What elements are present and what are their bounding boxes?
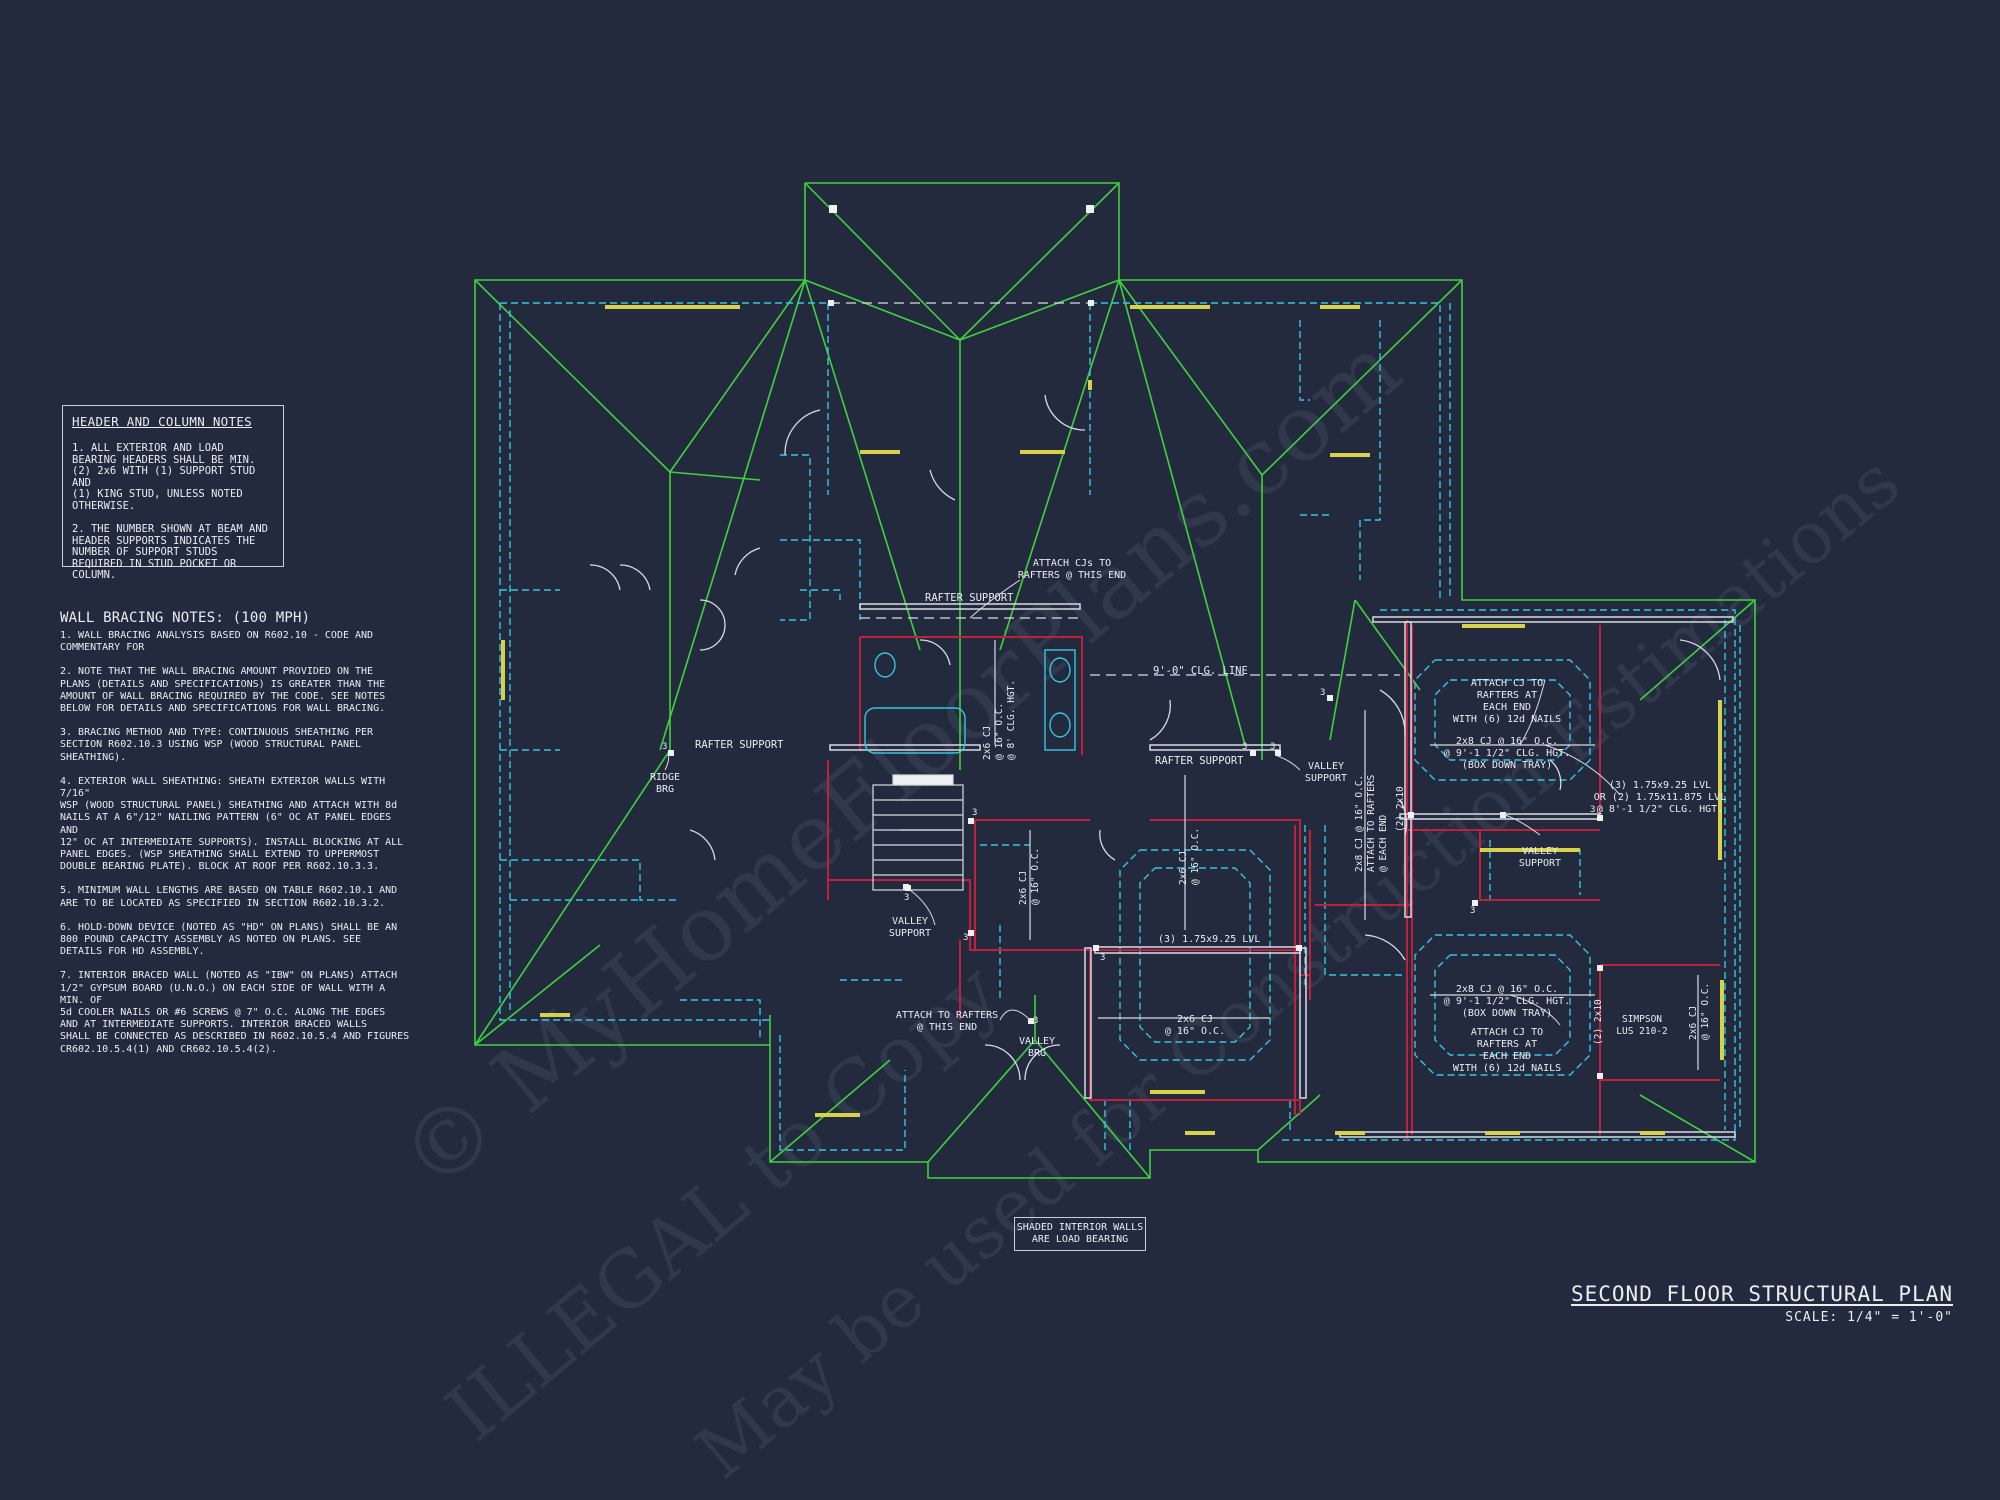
header-notes-title: HEADER AND COLUMN NOTES [72, 414, 252, 429]
drawing-scale: SCALE: 1/4" = 1'-0" [1785, 1310, 1953, 1325]
bracing-note-3: 3. BRACING METHOD AND TYPE: CONTINUOUS S… [60, 727, 374, 763]
load-bearing-legend: SHADED INTERIOR WALLS ARE LOAD BEARING [1014, 1217, 1146, 1251]
stair [872, 774, 964, 891]
bracing-note-5: 5. MINIMUM WALL LENGTHS ARE BASED ON TAB… [60, 885, 398, 909]
bracing-notes-title: WALL BRACING NOTES: (100 MPH) [60, 610, 311, 626]
roof-outline [474, 182, 1756, 1179]
label-cj-2x8-vert: 2x8 CJ @ 16" O.C.ATTACH TO RAFTERS@ EACH… [1354, 774, 1389, 872]
headers [501, 305, 1724, 1135]
label-cj-2x6-vert-right: 2x6 CJ@ 16" O.C. [1688, 983, 1711, 1040]
support-count-11: 3 [1100, 953, 1105, 963]
walls-dashed [499, 302, 1741, 1151]
bracing-note-2: 2. NOTE THAT THE WALL BRACING AMOUNT PRO… [60, 666, 386, 715]
label-rafter-support-mid: RAFTER SUPPORT [1155, 755, 1244, 767]
column-markers [668, 205, 1603, 1079]
label-rafter-support-top: RAFTER SUPPORT [925, 592, 1014, 604]
label-clg-line: 9'-0" CLG. LINE [1153, 665, 1248, 677]
load-bearing-walls [827, 620, 1720, 1140]
label-cj-2x6-vert-bath: 2x6 CJ@ 16" O.C.@ 8' CLG. HGT. [982, 680, 1017, 760]
support-count-9: 3 [963, 933, 968, 943]
header-note-1: 1. ALL EXTERIOR AND LOAD BEARING HEADERS… [72, 442, 256, 512]
bracing-note-7: 7. INTERIOR BRACED WALL (NOTED AS "IBW" … [60, 970, 410, 1055]
label-rafter-support-left: RAFTER SUPPORT [695, 739, 784, 751]
drawing-title: SECOND FLOOR STRUCTURAL PLAN [1570, 1282, 1953, 1306]
bracing-note-1: 1. WALL BRACING ANALYSIS BASED ON R602.1… [60, 630, 374, 654]
support-count-10: 3 [1033, 1016, 1038, 1026]
support-count-4: 3 [1320, 688, 1325, 698]
support-count-5: 3 [972, 808, 977, 818]
support-count-8: 3 [904, 893, 909, 903]
bathroom-fixtures [864, 649, 1076, 754]
label-cj-2x6-vert-bed: 2x6 CJ@ 16" O.C. [1178, 828, 1201, 885]
label-cj-2x8-lower: 2x8 CJ @ 16" O.C.@ 9'-1 1/2" CLG. HGT.(B… [1444, 984, 1570, 1019]
wall-bracing-notes: WALL BRACING NOTES: (100 MPH) 1. WALL BR… [60, 610, 412, 1068]
title-block: SECOND FLOOR STRUCTURAL PLAN SCALE: 1/4"… [1543, 1282, 1953, 1325]
support-count-7: 3 [1470, 906, 1475, 916]
span-arrows [994, 640, 1699, 1070]
label-lvl-mid: (3) 1.75x9.25 LVL [1158, 934, 1260, 945]
support-count-3: 3 [1270, 742, 1275, 752]
support-count-6: 3 [1590, 805, 1595, 815]
label-cj-2x6-vert-stair: 2x6 CJ@ 16" O.C. [1018, 848, 1041, 905]
bracing-note-6: 6. HOLD-DOWN DEVICE (NOTED AS "HD" ON PL… [60, 921, 398, 958]
ceiling-line [830, 302, 1400, 676]
label-cj-2x8-upper: 2x8 CJ @ 16" O.C.@ 9'-1 1/2" CLG. HGT.(B… [1444, 736, 1570, 771]
label-attach-rafters-this-end: ATTACH TO RAFTERS@ THIS END [896, 1010, 998, 1033]
support-count-2: 3 [1242, 742, 1247, 752]
bracing-note-4: 4. EXTERIOR WALL SHEATHING: SHEATH EXTER… [60, 775, 404, 873]
header-note-2: 2. THE NUMBER SHOWN AT BEAM AND HEADER S… [72, 523, 268, 581]
label-hdr-2x10-upper: (2) 2x10 [1395, 786, 1406, 832]
support-count-1: 3 [662, 742, 667, 752]
label-hdr-2x10-lower: (2) 2x10 [1593, 999, 1604, 1045]
header-column-notes: HEADER AND COLUMN NOTES 1. ALL EXTERIOR … [62, 405, 284, 581]
doors [589, 394, 1721, 1081]
leader-lines [664, 579, 1621, 1026]
label-cj-2x6: 2x6 CJ@ 16" O.C. [1165, 1014, 1225, 1037]
